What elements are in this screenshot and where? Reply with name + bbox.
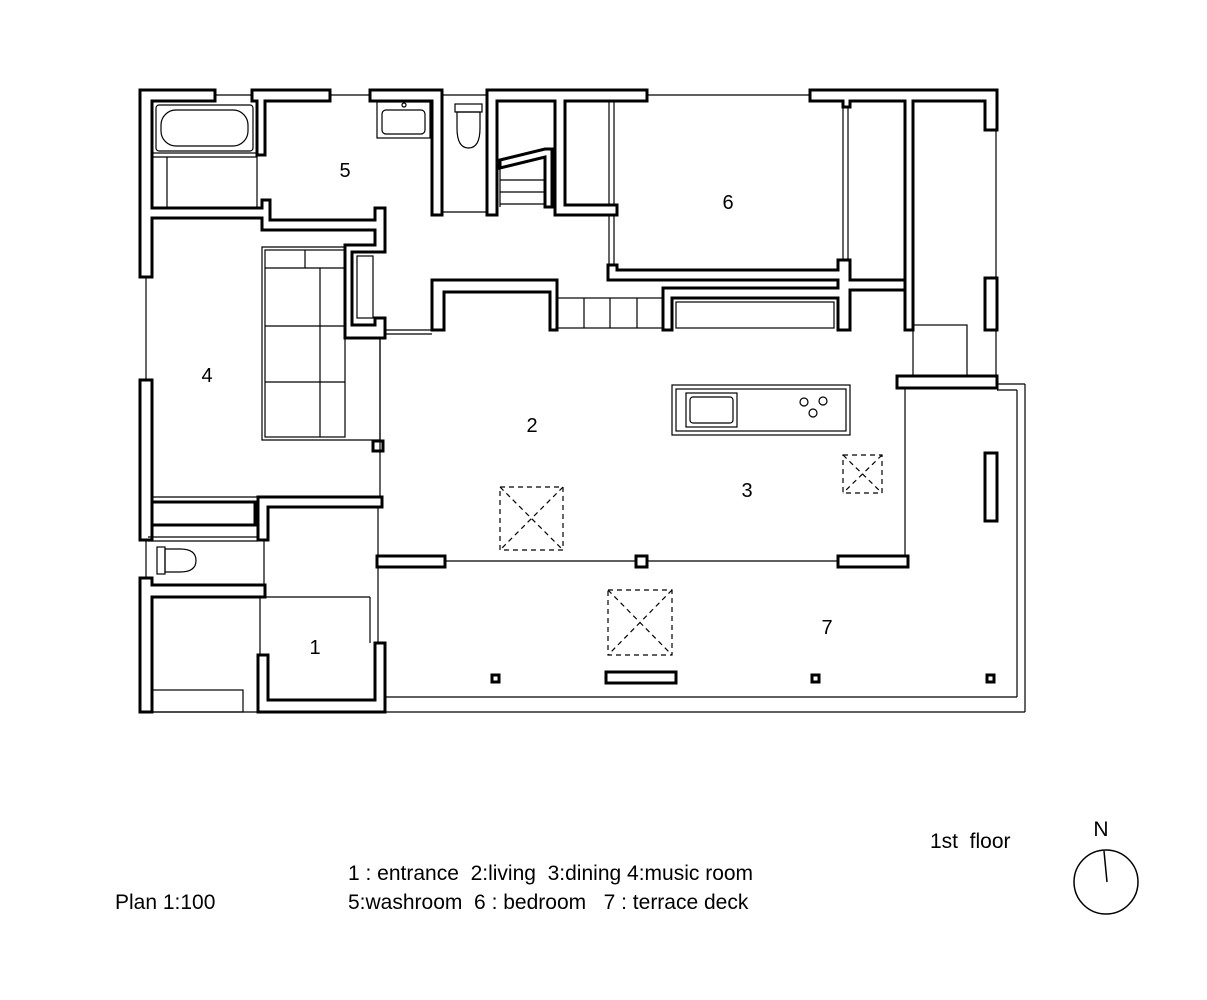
legend-line-1: 1 : entrance 2:living 3:dining 4:music r… — [348, 862, 753, 885]
plan-scale: Plan 1:100 — [115, 891, 215, 914]
column-dining-south — [634, 554, 649, 569]
toilet-north — [442, 103, 487, 213]
cabinet-unit — [675, 301, 835, 329]
music-room-tatami — [152, 246, 381, 643]
skylight-dining — [842, 454, 883, 494]
wall-hall-storage — [430, 278, 559, 332]
terrace-screen-wall — [983, 451, 999, 523]
storage-closet-east — [912, 324, 968, 377]
room-number-washroom: 5 — [339, 160, 350, 182]
room-numbers: 5 6 4 2 3 7 1 — [201, 160, 832, 659]
wall-toilet-stair-closet — [485, 88, 649, 217]
compass-circle-icon — [1073, 849, 1139, 915]
staircase — [498, 147, 554, 209]
terrace-post-east — [985, 673, 996, 684]
bathtub-outer — [155, 104, 254, 152]
skylight-terrace — [607, 589, 673, 656]
wall-music-room-south — [256, 495, 384, 542]
terrace-post-west — [490, 673, 501, 684]
wall-entrance — [256, 641, 387, 714]
legend-line-2: 5:washroom 6 : bedroom 7 : terrace deck — [348, 891, 749, 914]
room-number-entrance: 1 — [309, 637, 320, 659]
shower-area — [151, 152, 258, 209]
room-number-living: 2 — [526, 415, 537, 437]
skylight-cross — [842, 454, 883, 494]
north-needle-icon — [1103, 850, 1108, 883]
skylight-outline — [499, 486, 564, 551]
bathtub-basin — [160, 109, 249, 147]
hall-storage — [356, 255, 835, 335]
skylight-cross — [499, 486, 564, 551]
island-top — [675, 388, 847, 432]
floor-title: 1st floor — [930, 830, 1011, 853]
wall-east-pier — [983, 276, 999, 332]
skylight-outline — [842, 454, 883, 494]
wall-washroom-toilet-divider — [368, 88, 444, 217]
wall-dining-south-east — [836, 554, 910, 569]
faucet-icon — [401, 102, 407, 108]
kitchen-island — [671, 384, 851, 436]
column-living — [371, 439, 385, 453]
entrance-fixtures — [151, 596, 371, 713]
stove-burner-icon — [808, 408, 818, 418]
sink — [685, 392, 738, 428]
room-number-bedroom: 6 — [722, 192, 733, 214]
skylight-living — [499, 486, 564, 551]
north-label: N — [1093, 818, 1108, 841]
toilet-bowl — [456, 111, 481, 149]
skylight-cross — [499, 486, 564, 551]
stove-burner-icon — [799, 397, 809, 407]
skylight-cross — [607, 589, 673, 656]
room-number-terrace-deck: 7 — [821, 617, 832, 639]
terrace-post-middle — [810, 673, 821, 684]
room-number-dining: 3 — [741, 480, 752, 502]
wall-west-music-room — [138, 378, 154, 542]
shoe-cabinet — [151, 689, 244, 713]
stove-burner-icon — [818, 396, 828, 406]
title-block: 1st floor 1 : entrance 2:living 3:dining… — [115, 830, 1011, 914]
washbasin-bowl — [381, 109, 426, 135]
walls — [138, 88, 999, 714]
terrace-deck-edge — [385, 383, 1026, 713]
skylight-outline — [607, 589, 673, 656]
toilet-bowl — [164, 548, 197, 573]
wall-bedroom-south-cabinet — [606, 258, 907, 332]
wall-music-room-bench — [150, 500, 257, 527]
island-counter — [671, 384, 851, 436]
washbasin-counter — [376, 101, 431, 139]
north-compass: N — [1073, 818, 1139, 915]
terrace-planter — [604, 670, 678, 685]
wall-northeast-corner — [808, 88, 999, 332]
wall-washroom-north — [250, 88, 332, 157]
room-number-music-room: 4 — [201, 365, 212, 387]
sink-basin — [689, 396, 734, 424]
stair-stringer — [498, 147, 554, 209]
toilet-south — [148, 536, 265, 585]
skylights — [499, 454, 883, 656]
washroom-fixtures — [376, 101, 431, 139]
bathroom-fixtures — [151, 104, 258, 209]
bedroom-closets — [608, 101, 968, 377]
wall-dining-south-west — [375, 554, 447, 569]
wall-east-over-terrace — [895, 374, 999, 390]
closet-interior — [356, 255, 374, 319]
